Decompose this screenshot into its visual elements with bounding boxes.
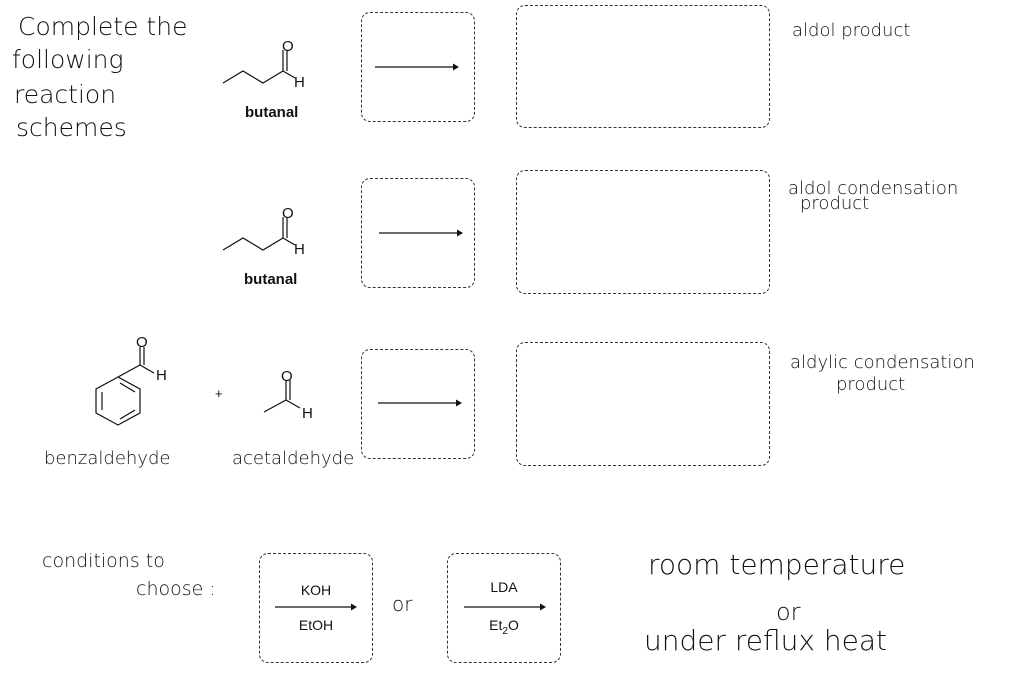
condition-2-bottom: Et2O [462,617,546,637]
product-box-3[interactable] [516,342,770,466]
instruction-line-2: following [12,45,124,74]
instruction-line-3: reaction [14,80,117,109]
reaction-arrow-2 [379,229,463,237]
condition-2-arrow [464,603,546,611]
butanal-structure-1 [222,50,296,84]
condition-1-top: KOH [300,582,332,598]
hydrogen-label-3a: H [156,367,167,384]
condition-2-bottom-sub: 2 [502,625,508,637]
hydrogen-label-2: H [294,241,305,258]
hydrogen-label-1: H [294,74,305,91]
condition-2-bottom-end: O [507,617,519,633]
oxygen-label-1: O [282,38,294,55]
reaction-arrow-1 [375,63,459,71]
conditions-heading-2: choose : [136,578,216,600]
reagent-box-3[interactable] [361,349,475,459]
conditions-heading-1: conditions to [42,550,165,572]
temperature-line-3: under reflux heat [644,624,887,657]
product-label-1: aldol product [792,20,911,41]
product-label-3a: aldylic condensation [790,352,975,373]
condition-2-bottom-main: Et [489,617,503,633]
condition-1-bottom: EtOH [298,617,334,633]
reactant-name-3b: acetaldehyde [232,448,355,469]
plus-sign: + [215,386,223,401]
reagent-box-2[interactable] [361,178,475,288]
oxygen-label-3a: O [136,334,148,351]
benzaldehyde-structure [95,347,155,426]
reactant-name-2: butanal [244,271,298,288]
temperature-line-2: or [776,598,801,626]
oxygen-label-2: O [282,205,294,222]
condition-option-1[interactable] [259,553,373,663]
acetaldehyde-structure [263,380,301,413]
reagent-box-1[interactable] [361,12,475,122]
reaction-arrow-3 [378,399,462,407]
reactant-name-3a: benzaldehyde [44,448,171,469]
condition-1-arrow [275,603,357,611]
temperature-line-1: room temperature [648,548,906,581]
instruction-line-4: schemes [16,113,127,142]
hydrogen-label-3b: H [302,405,313,422]
or-separator: or [392,592,413,616]
product-box-2[interactable] [516,170,770,294]
condition-2-top: LDA [490,579,518,595]
condition-option-2[interactable] [447,553,561,663]
oxygen-label-3b: O [281,368,293,385]
reactant-name-1: butanal [245,104,299,121]
product-box-1[interactable] [516,5,770,128]
product-label-2a: aldol condensation [788,178,959,199]
instruction-line-1: Complete the [18,12,188,41]
product-label-3b: product [836,374,906,395]
butanal-structure-2 [222,217,296,251]
product-label-2b: product [800,193,870,214]
